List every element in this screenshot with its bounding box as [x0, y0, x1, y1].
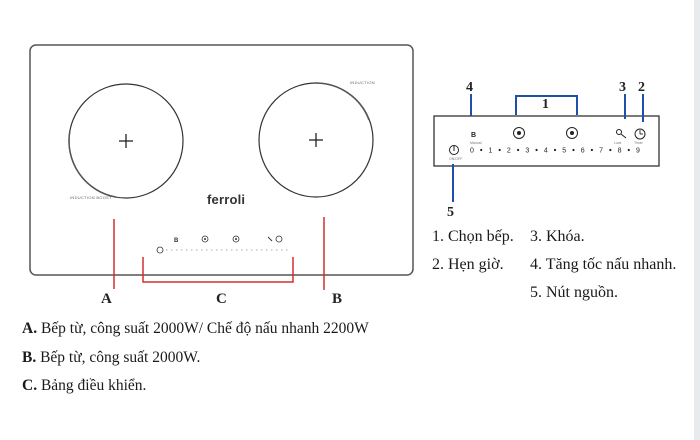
svg-text:Manual: Manual — [470, 141, 482, 145]
page-edge-strip — [694, 0, 700, 440]
svg-text:ON/OFF: ON/OFF — [449, 157, 462, 161]
slider-dot — [535, 148, 538, 152]
cooktop-control-panel: B — [156, 235, 290, 254]
panel-detail-outline — [433, 115, 660, 167]
slider-dot — [517, 148, 520, 152]
lock-key-icon — [616, 129, 627, 139]
timer-icon — [634, 128, 646, 140]
zone-right-label: INDUCTION — [350, 80, 375, 85]
marker-b: B — [332, 291, 343, 307]
left-zone-boost-arc — [68, 130, 117, 198]
marker-c: C — [216, 291, 227, 307]
callout-number-1: 1 — [542, 97, 549, 112]
slider-tick-7[interactable]: 7 — [599, 148, 603, 155]
slider-dot — [627, 148, 630, 152]
callout-number-5: 5 — [447, 205, 454, 220]
callout-number-4: 4 — [466, 80, 473, 95]
legend-b-key: B. — [22, 349, 37, 366]
power-slider: 0 1 2 3 4 5 6 7 8 9 — [470, 148, 640, 155]
legend-c-text: Bảng điều khiển. — [37, 377, 147, 394]
zone-select-left-icon — [513, 127, 525, 139]
guide-bracket-c — [142, 257, 294, 283]
slider-tick-9[interactable]: 9 — [636, 148, 640, 155]
callout-number-2: 2 — [638, 80, 645, 95]
right-zone-arc — [315, 82, 370, 121]
cooktop-outline — [29, 44, 414, 276]
callout-number-3: 3 — [619, 80, 626, 95]
slider-dot — [498, 148, 501, 152]
zone-left-label: INDUCTION BOOST — [70, 195, 112, 200]
slider-dot — [609, 148, 612, 152]
callout-bracket-1 — [515, 95, 578, 115]
legend-c: C. Bảng điều khiển. — [22, 377, 146, 395]
slider-dot — [590, 148, 593, 152]
note-3: 3. Khóa. — [530, 228, 585, 245]
slider-dot — [553, 148, 557, 152]
note-5: 5. Nút nguồn. — [530, 284, 618, 301]
legend-c-key: C. — [22, 377, 38, 394]
legend-block: A. Bếp từ, công suất 2000W/ Chế độ nấu n… — [0, 312, 418, 432]
boost-icon: B — [471, 132, 476, 139]
slider-tick-1[interactable]: 1 — [488, 148, 492, 155]
slider-dot — [480, 148, 483, 152]
slider-tick-0[interactable]: 0 — [470, 148, 474, 155]
legend-b-text: Bếp từ, công suất 2000W. — [36, 349, 201, 366]
slider-tick-3[interactable]: 3 — [525, 148, 529, 155]
slider-tick-2[interactable]: 2 — [507, 148, 511, 155]
legend-a-text: Bếp từ, công suất 2000W/ Chế độ nấu nhan… — [37, 320, 369, 337]
slider-tick-4[interactable]: 4 — [544, 148, 548, 155]
svg-text:Lock: Lock — [614, 141, 622, 145]
slider-dot — [572, 148, 575, 152]
svg-text:B: B — [174, 238, 179, 244]
note-4: 4. Tăng tốc nấu nhanh. — [530, 256, 677, 273]
note-2: 2. Hẹn giờ. — [432, 256, 504, 273]
slider-tick-8[interactable]: 8 — [618, 148, 622, 155]
zone-select-right-icon — [566, 127, 578, 139]
legend-a-key: A. — [22, 320, 38, 337]
legend-b: B. Bếp từ, công suất 2000W. — [22, 349, 200, 367]
slider-tick-6[interactable]: 6 — [581, 148, 585, 155]
power-icon — [449, 145, 459, 155]
note-1: 1. Chọn bếp. — [432, 228, 514, 245]
slider-tick-5[interactable]: 5 — [562, 148, 566, 155]
brand-logo: ferroli — [207, 192, 246, 207]
svg-text:Timer: Timer — [634, 141, 644, 145]
legend-a: A. Bếp từ, công suất 2000W/ Chế độ nấu n… — [22, 320, 369, 338]
marker-a: A — [101, 291, 112, 307]
